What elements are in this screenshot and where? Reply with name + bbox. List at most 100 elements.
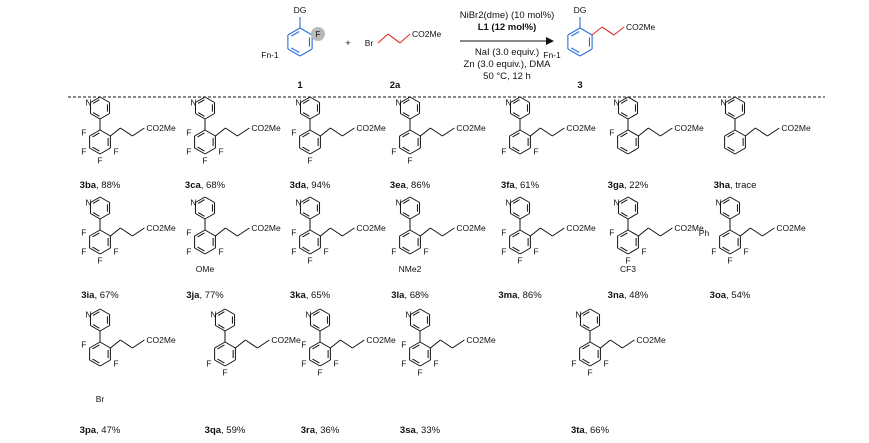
fluorine-label: F xyxy=(424,246,429,256)
chain-bond xyxy=(257,339,270,349)
ring-bond xyxy=(309,196,320,203)
ester-label: CO2Me xyxy=(146,123,176,133)
chain-bond xyxy=(442,127,455,137)
ring-double-bond xyxy=(312,358,320,364)
ring-bond xyxy=(99,325,110,332)
chain-bond xyxy=(740,227,751,237)
fluorine-label: F xyxy=(291,128,296,138)
ring-double-bond xyxy=(402,132,410,138)
ring-bond xyxy=(409,341,421,349)
fluorine-label: F xyxy=(81,246,86,256)
chain-bond xyxy=(660,227,673,237)
ring-bond xyxy=(419,325,430,332)
ring-double-bond xyxy=(302,232,310,238)
ring-bond xyxy=(409,229,421,237)
ring-bond xyxy=(510,113,521,120)
ring-bond xyxy=(224,325,235,332)
ring-bond xyxy=(204,129,216,137)
ring-double-bond xyxy=(402,99,410,104)
fluorine-label: F xyxy=(401,340,406,350)
ring-bond xyxy=(309,229,321,237)
ring-double-bond xyxy=(302,112,310,117)
ring-double-bond xyxy=(722,199,730,204)
fluorine-label: F xyxy=(501,228,506,238)
ring-double-bond xyxy=(302,199,310,204)
fluorine-label: F xyxy=(307,156,312,166)
ring-double-bond xyxy=(302,146,310,152)
chain-bond xyxy=(120,339,133,349)
ring-double-bond xyxy=(570,31,580,37)
ring-bond xyxy=(309,147,321,155)
ring-double-bond xyxy=(402,232,410,238)
ring-double-bond xyxy=(722,212,730,217)
condition-text: NiBr2(dme) (10 mol%) xyxy=(460,10,555,21)
ring-bond xyxy=(89,341,101,349)
ring-bond xyxy=(720,213,731,220)
ring-double-bond xyxy=(312,344,320,350)
fluorine-label: F xyxy=(334,358,339,368)
ring-bond xyxy=(99,147,111,155)
ring-bond xyxy=(409,247,421,255)
ring-double-bond xyxy=(620,112,628,117)
compound-number: 1 xyxy=(297,80,303,91)
ester-label: CO2Me xyxy=(776,223,806,233)
ring-bond xyxy=(410,325,421,332)
ring-bond xyxy=(195,213,206,220)
compound-label: 3ia, 67% xyxy=(81,290,119,301)
ring-bond xyxy=(89,129,101,137)
fluorine-label: F xyxy=(571,358,576,368)
ring-double-bond xyxy=(92,146,100,152)
substituent-label: CF3 xyxy=(620,264,636,274)
ring-bond xyxy=(627,96,638,103)
compound-label: 3ra, 36% xyxy=(301,425,340,436)
ring-bond xyxy=(299,129,311,137)
ring-bond xyxy=(99,308,110,315)
ester-label: CO2Me xyxy=(251,223,281,233)
ring-bond xyxy=(99,341,111,349)
ester-label: CO2Me xyxy=(356,223,386,233)
compound-label: 3ba, 88% xyxy=(80,180,121,191)
ring-double-bond xyxy=(727,99,735,104)
fluorine-label: F xyxy=(391,146,396,156)
ring-double-bond xyxy=(197,146,205,152)
chain-bond xyxy=(610,339,623,349)
ring-double-bond xyxy=(312,324,320,329)
chain-bond xyxy=(601,26,615,36)
ester-label: CO2Me xyxy=(251,123,281,133)
ring-bond xyxy=(224,308,235,315)
chain-bond xyxy=(613,26,625,36)
ring-bond xyxy=(300,196,311,203)
chain-bond xyxy=(440,339,453,349)
ring-bond xyxy=(195,113,206,120)
ring-bond xyxy=(99,96,110,103)
ring-bond xyxy=(309,213,320,220)
ring-bond xyxy=(99,196,110,203)
ring-bond xyxy=(90,213,101,220)
substituent-label: OMe xyxy=(196,264,215,274)
ring-double-bond xyxy=(217,344,225,350)
ring-bond xyxy=(725,113,736,120)
ring-bond xyxy=(309,96,320,103)
ring-bond xyxy=(194,147,206,155)
ring-bond xyxy=(409,96,420,103)
ring-double-bond xyxy=(290,47,300,53)
ring-bond xyxy=(214,359,226,367)
ring-bond xyxy=(409,359,421,367)
ring-bond xyxy=(400,213,411,220)
chain-bond xyxy=(648,227,661,237)
ring-bond xyxy=(204,229,216,237)
ester-label: CO2Me xyxy=(636,335,666,345)
ring-bond xyxy=(734,147,746,155)
compound-number: 3 xyxy=(577,80,582,91)
ring-bond xyxy=(729,247,741,255)
ring-bond xyxy=(90,308,101,315)
ester-label: CO2Me xyxy=(566,123,596,133)
nitrogen-label: N xyxy=(190,198,196,208)
fluorine-label: F xyxy=(186,128,191,138)
fluorine-label: F xyxy=(434,358,439,368)
ring-double-bond xyxy=(412,324,420,329)
